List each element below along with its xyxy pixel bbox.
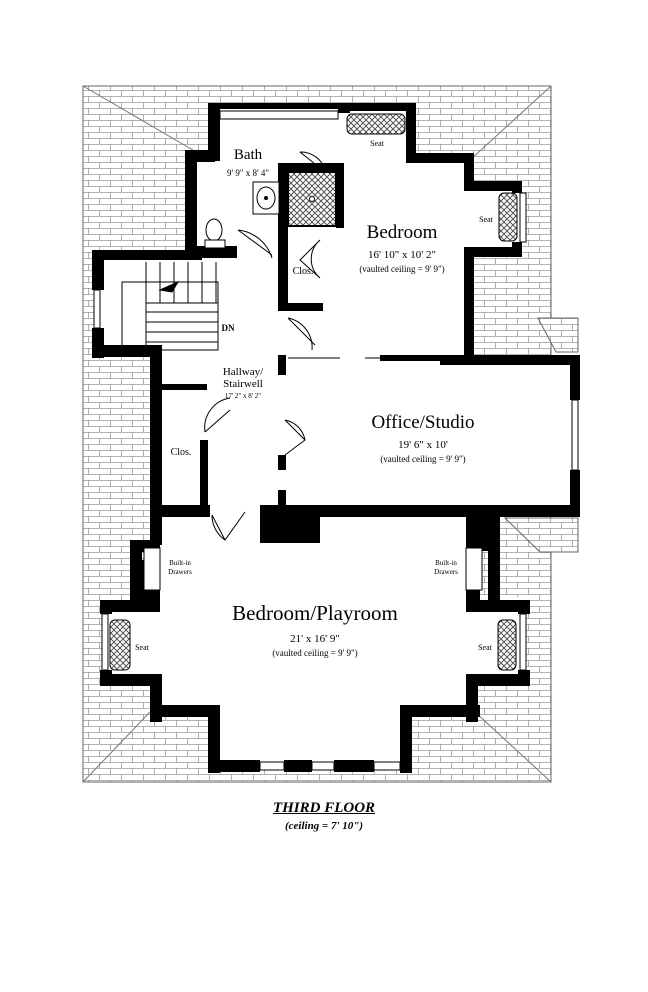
- seat-top-label: Seat: [370, 139, 385, 148]
- drawers-right-line1: Built-in: [435, 559, 457, 567]
- shower: [287, 171, 337, 227]
- room-labels: Bath 9' 9" x 8' 4" Bedroom 16' 10" x 10'…: [135, 139, 494, 658]
- seat-lower-right-label: Seat: [478, 643, 493, 652]
- windows: [93, 110, 579, 771]
- office-name: Office/Studio: [371, 412, 474, 433]
- playroom-name: Bedroom/Playroom: [232, 601, 398, 625]
- bath-name: Bath: [234, 147, 263, 163]
- floor-subtitle: (ceiling = 7' 10"): [284, 820, 364, 832]
- sink: [252, 181, 280, 215]
- stairs-down-label: DN: [222, 323, 235, 333]
- walls: [92, 103, 580, 773]
- bedroom-note: (vaulted ceiling = 9' 9"): [359, 264, 444, 274]
- closet-hall-label: Clos.: [171, 447, 192, 458]
- doors: [204, 151, 380, 541]
- stairs: [121, 262, 219, 351]
- hallway-name-line2: Stairwell: [223, 378, 263, 390]
- seat-left-label: Seat: [135, 643, 150, 652]
- window-seats: [109, 113, 518, 671]
- playroom-note: (vaulted ceiling = 9' 9"): [272, 648, 357, 658]
- floor-title: THIRD FLOOR: [272, 800, 376, 816]
- built-in-drawers: [143, 547, 483, 591]
- drawers-left-line1: Built-in: [169, 559, 191, 567]
- hallway-name-line1: Hallway/: [223, 366, 264, 378]
- office-dims: 19' 6" x 10': [398, 439, 448, 451]
- closet-bedroom-label: Clos.: [293, 266, 314, 277]
- playroom-dims: 21' x 16' 9": [290, 633, 340, 645]
- drawers-right-line2: Drawers: [434, 568, 458, 576]
- drawers-left-line2: Drawers: [168, 568, 192, 576]
- seat-right-label: Seat: [479, 215, 494, 224]
- toilet: [204, 218, 226, 249]
- hallway-dims: 17' 2" x 8' 2": [225, 392, 261, 400]
- bath-dims: 9' 9" x 8' 4": [227, 168, 269, 178]
- interior-floor: [97, 103, 570, 768]
- bedroom-name: Bedroom: [367, 222, 438, 243]
- office-note: (vaulted ceiling = 9' 9"): [380, 454, 465, 464]
- bedroom-dims: 16' 10" x 10' 2": [368, 249, 436, 261]
- floor-plan: Bath 9' 9" x 8' 4" Bedroom 16' 10" x 10'…: [82, 85, 580, 783]
